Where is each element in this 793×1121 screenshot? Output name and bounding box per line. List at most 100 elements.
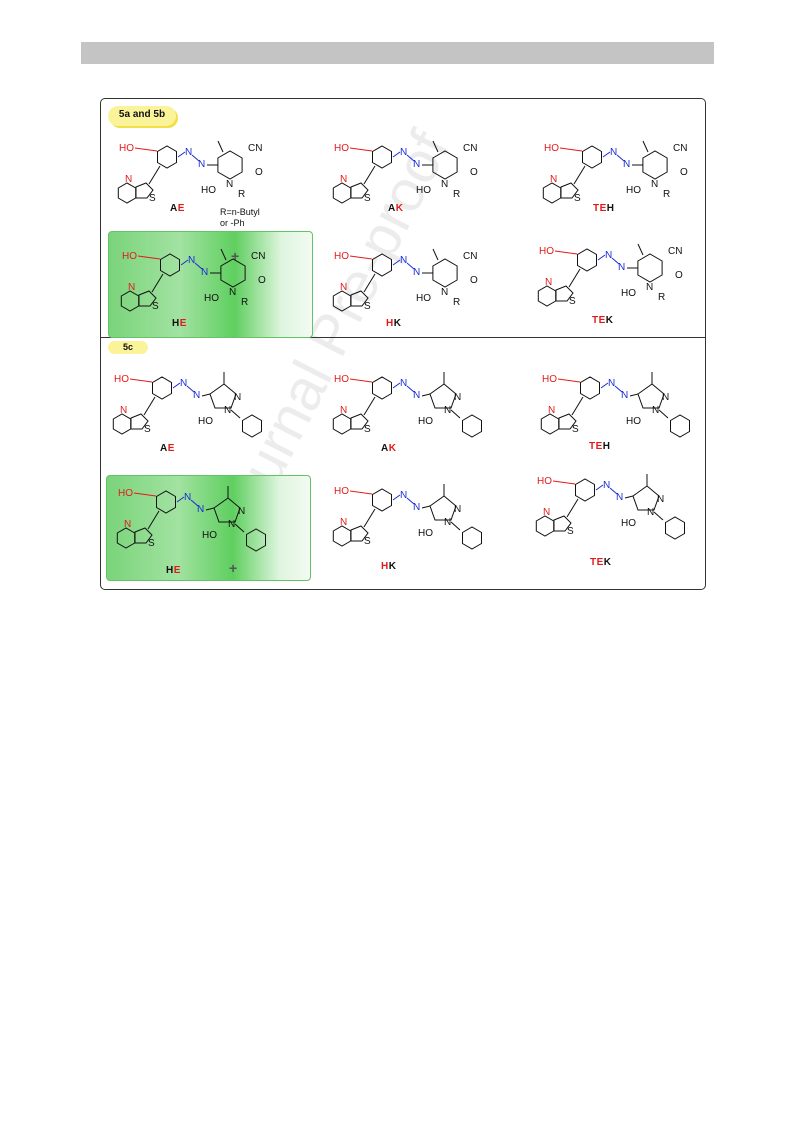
atom-label: HO [621,518,636,529]
bond [363,508,376,528]
label-part: TE [592,315,606,326]
atom-label: N [184,492,191,503]
atom-label: N [618,262,625,273]
benzene-ring [112,413,132,435]
pyridone-ring [220,258,246,288]
phenyl-ring [462,526,482,550]
phenol-ring [577,248,597,272]
tautomer-label-tek: TEK [590,557,612,568]
bond [432,140,439,153]
tautomer-label-hk: HK [381,561,396,572]
label-part: E [173,565,181,576]
atom-label: HO [539,246,554,257]
plus-icon: + [231,248,240,264]
atom-label: HO [416,185,431,196]
tautomer-label-teh: TEH [589,441,611,452]
atom-label: N [662,392,669,403]
substituent-note-line: or -Ph [220,218,245,228]
pyrazole-ring [637,383,665,409]
atom-label: O [470,167,478,178]
bond [642,140,649,153]
atom-label: N [608,378,615,389]
bond [392,382,401,389]
atom-label: N [543,507,550,518]
bond [148,165,161,185]
bond [172,382,181,389]
benzene-ring [116,527,136,549]
phenyl-ring [242,414,262,438]
atom-label: HO [544,143,559,154]
atom-label: N [124,519,131,530]
pyridone-ring [642,150,668,180]
atom-label: S [574,193,581,204]
bond [616,154,625,162]
phenol-ring [152,376,172,400]
phenyl-ring [665,516,685,540]
bond [566,498,579,518]
benzene-ring [332,413,352,435]
label-part: K [388,443,397,454]
atom-label: R [658,292,665,303]
atom-label: N [229,287,236,298]
bond [363,273,376,293]
atom-label: N [548,405,555,416]
atom-label: HO [537,476,552,487]
pyrazole-ring [429,383,457,409]
thiazole-ring [558,413,577,430]
thiazole-ring [350,413,369,430]
atom-label: N [413,390,420,401]
section-divider [100,337,706,338]
phenyl-ring [670,414,690,438]
label-part: E [177,203,185,214]
atom-label: N [605,250,612,261]
bond [653,511,664,521]
thiazole-ring [560,182,579,199]
label-part: A [170,203,178,214]
atom-label: S [572,424,579,435]
atom-label: R [453,297,460,308]
bond [230,409,241,419]
atom-label: CN [248,143,262,154]
atom-label: O [680,167,688,178]
header-bar [81,42,714,64]
atom-label: N [441,179,448,190]
thiazole-ring [134,527,153,544]
bond [363,165,376,185]
thiazole-ring [135,182,154,199]
atom-label: N [400,147,407,158]
atom-label: N [623,159,630,170]
atom-label: N [444,517,451,528]
atom-label: CN [668,246,682,257]
label-part: H [602,441,611,452]
atom-label: N [224,405,231,416]
atom-label: HO [626,185,641,196]
bond [554,250,578,255]
atom-label: N [198,159,205,170]
atom-label: N [197,504,204,515]
phenol-ring [575,478,595,502]
thiazole-ring [350,525,369,542]
bond [349,147,373,152]
atom-label: N [128,282,135,293]
bond [177,151,186,158]
atom-label: HO [334,374,349,385]
tautomer-label-hk: HK [386,318,401,329]
bond [557,378,581,383]
phenyl-ring [462,414,482,438]
bond [392,151,401,158]
bond [191,154,200,162]
atom-label: S [149,193,156,204]
atom-label: S [152,301,159,312]
atom-label: HO [418,416,433,427]
bond [217,140,224,153]
atom-label: N [413,159,420,170]
atom-label: N [234,392,241,403]
bond [406,262,415,270]
bond [602,151,611,158]
benzene-ring [332,182,352,204]
atom-label: S [569,296,576,307]
atom-label: S [567,526,574,537]
